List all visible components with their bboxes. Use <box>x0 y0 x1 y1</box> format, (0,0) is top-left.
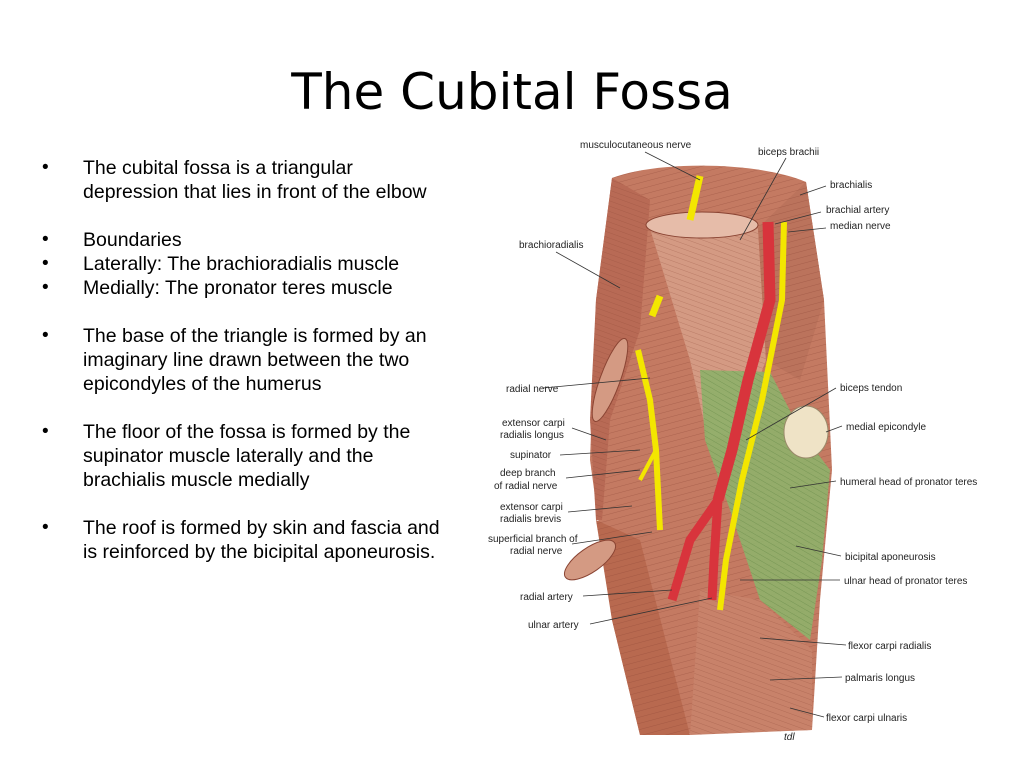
bullet-spacer <box>42 492 452 516</box>
bullet-spacer <box>42 204 452 228</box>
bullet-item: • The base of the triangle is formed by a… <box>42 324 452 396</box>
radial-nerve <box>635 349 663 531</box>
brachioradialis-cut-end <box>591 338 629 422</box>
bullet-item: • The floor of the fossa is formed by the… <box>42 420 452 492</box>
bullet-text: The floor of the fossa is formed by the … <box>83 421 411 491</box>
label-radialis-longus: radialis longus <box>500 430 564 441</box>
label-superficial-branch: superficial branch of <box>488 534 578 545</box>
label-flexor-carpi-ulnaris: flexor carpi ulnaris <box>826 713 907 724</box>
bullet-item: • The roof is formed by skin and fascia a… <box>42 516 452 564</box>
label-brachialis: brachialis <box>830 180 872 191</box>
label-ulnar-head-pronator-teres: ulnar head of pronator teres <box>844 576 967 587</box>
label-musculocutaneous-nerve: musculocutaneous nerve <box>580 140 692 151</box>
bullet-spacer <box>42 300 452 324</box>
bullet-glyph: • <box>42 277 49 298</box>
brachial-artery <box>712 221 776 502</box>
bullet-text: The base of the triangle is formed by an… <box>83 325 427 395</box>
bullet-text: Medially: The pronator teres muscle <box>83 277 393 299</box>
slide-title: The Cubital Fossa <box>291 63 733 121</box>
bullet-text: Laterally: The brachioradialis muscle <box>83 253 400 275</box>
bullet-text: The roof is formed by skin and fascia an… <box>83 517 440 563</box>
label-deep-branch: deep branch <box>500 468 556 479</box>
musculocutaneous-nerve <box>686 175 704 221</box>
label-extensor-carpi-2: extensor carpi <box>500 502 563 513</box>
biceps-cut-end <box>645 211 759 239</box>
medial-epicondyle-bone <box>783 405 829 459</box>
bullet-glyph: • <box>42 157 49 178</box>
label-radial-artery: radial artery <box>520 592 573 603</box>
label-radial-nerve-2: radial nerve <box>510 546 563 557</box>
bullet-glyph: • <box>42 517 49 538</box>
bullet-text: The cubital fossa is a triangular depres… <box>83 157 427 203</box>
bullet-glyph: • <box>42 229 49 250</box>
label-median-nerve: median nerve <box>830 221 891 232</box>
label-radial-nerve: radial nerve <box>506 384 559 395</box>
bullet-glyph: • <box>42 253 49 274</box>
label-brachioradialis: brachioradialis <box>519 240 583 251</box>
leader-lines <box>542 151 847 718</box>
label-medial-epicondyle: medial epicondyle <box>846 422 926 433</box>
bullet-item: • Medially: The pronator teres muscle <box>42 276 452 300</box>
label-of-radial-nerve: of radial nerve <box>494 481 558 492</box>
median-nerve <box>717 221 787 611</box>
label-bicipital-aponeurosis: bicipital aponeurosis <box>845 552 936 563</box>
label-biceps-brachii: biceps brachii <box>758 147 819 158</box>
label-biceps-tendon: biceps tendon <box>840 383 902 394</box>
bullet-spacer <box>42 396 452 420</box>
lower-cut-end <box>563 539 617 581</box>
illustrator-signature: tdl <box>784 732 795 743</box>
label-flexor-carpi-radialis: flexor carpi radialis <box>848 641 931 652</box>
label-humeral-head-pronator-teres: humeral head of pronator teres <box>840 477 977 488</box>
deep-branch-radial-nerve <box>638 449 658 481</box>
ulnar-artery <box>707 499 723 601</box>
bullet-glyph: • <box>42 421 49 442</box>
radial-artery <box>667 497 722 602</box>
label-brachial-artery: brachial artery <box>826 205 889 216</box>
bullet-item: • The cubital fossa is a triangular depre… <box>42 156 452 204</box>
label-palmaris-longus: palmaris longus <box>845 673 915 684</box>
bullet-text: Boundaries <box>83 229 182 251</box>
bullet-list: • The cubital fossa is a triangular depre… <box>42 156 452 564</box>
bullet-item: • Boundaries <box>42 228 452 252</box>
label-extensor-carpi-1: extensor carpi <box>502 418 565 429</box>
label-radialis-brevis: radialis brevis <box>500 514 561 525</box>
bullet-item: • Laterally: The brachioradialis muscle <box>42 252 452 276</box>
label-supinator: supinator <box>510 450 552 461</box>
bullet-glyph: • <box>42 325 49 346</box>
cubital-fossa-illustration: musculocutaneous nerve biceps brachii br… <box>488 140 977 743</box>
label-ulnar-artery: ulnar artery <box>528 620 579 631</box>
